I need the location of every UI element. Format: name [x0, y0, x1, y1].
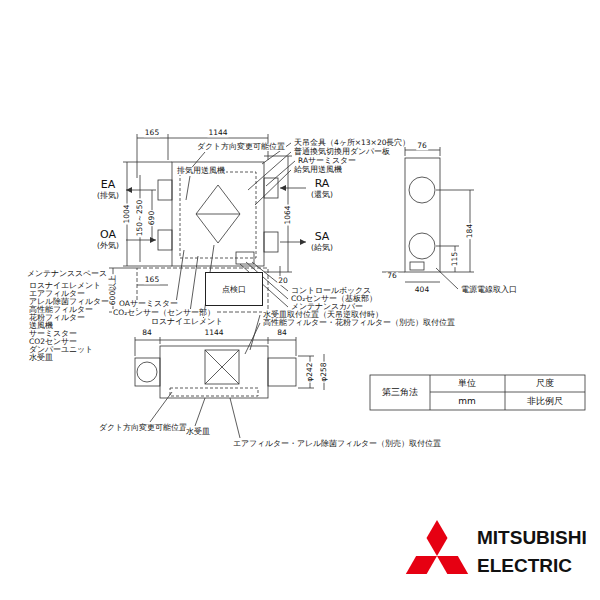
drawing-label: ロスナイエレメント — [150, 318, 224, 326]
drawing-label: 花粉フィルター — [28, 314, 86, 322]
drawing-label: 尺度 — [535, 379, 555, 388]
drawing-label: 1144 — [207, 129, 228, 137]
drawing-label: 76 — [416, 142, 428, 150]
drawing-label: 水受皿 — [185, 428, 211, 436]
inspection-port: 点検口 — [205, 272, 263, 306]
drawing-label: mm — [457, 397, 477, 406]
drawing-label: φ242 — [306, 361, 314, 382]
drawing-label: 排気用送風機 — [176, 167, 226, 175]
node-text: 点検口 — [222, 284, 246, 295]
drawing-label: (還気) — [310, 191, 334, 199]
drawing-label: 非比例尺 — [526, 397, 564, 406]
drawing-label: RA — [314, 178, 331, 189]
drawing-label: OAサーミスター — [118, 300, 179, 308]
drawing-label: EA — [100, 179, 116, 190]
drawing-label: 165 — [144, 276, 160, 284]
drawing-label: コントロールボックス — [290, 287, 372, 295]
drawing-label: エアフィルター — [28, 290, 86, 298]
drawing-label: 600以上 — [109, 274, 117, 306]
drawing-label: CO₂センサー（センサー部） — [112, 309, 216, 317]
drawing-label: メンテナンスカバー — [290, 303, 364, 311]
drawing-label: 84 — [141, 329, 153, 337]
drawing-label: 404 — [414, 286, 430, 294]
drawing-label: 高性能フィルター・花粉フィルター（別売）取付位置 — [262, 319, 456, 327]
drawing-label: 天吊金具（4ヶ所×13×20長穴） — [293, 139, 411, 147]
drawing-label: (外気) — [96, 242, 120, 250]
drawing-label: 690 — [148, 210, 156, 226]
drawing-label: ダンパーユニット — [28, 346, 94, 354]
drawing-label: メンテナンススペース — [26, 270, 108, 278]
drawing-label: CO₂センサー（基板部） — [290, 295, 378, 303]
drawing-label: φ258 — [320, 361, 328, 382]
brand-name: MITSUBISHI — [476, 528, 588, 547]
drawing-label: ダクト方向変更可能位置 — [196, 143, 286, 151]
drawing-label: 単位 — [457, 379, 477, 388]
drawing-label: 1004 — [123, 203, 131, 224]
drawing-label: 水受皿 — [28, 354, 54, 362]
drawing-label: (給気) — [310, 244, 334, 252]
drawing-label: 電源電線取入口 — [460, 286, 518, 294]
drawing-label: 普通換気切換用ダンパー板 — [293, 148, 391, 156]
drawing-label: 1064 — [284, 204, 292, 225]
drawing-label: ロスナイエレメント — [28, 282, 102, 290]
drawing-label: (排気) — [96, 192, 120, 200]
drawing-label: アレル除菌フィルター — [28, 298, 110, 306]
drawing-label: エアフィルター・アレル除菌フィルター（別売）取付位置 — [232, 440, 442, 448]
drawing-label: 1144 — [203, 329, 224, 337]
drawing-label: 84 — [276, 329, 288, 337]
drawing-label: 76 — [386, 272, 398, 280]
drawing-label: 150～250 — [136, 199, 144, 238]
drawing-label: 給気用送風機 — [293, 166, 343, 174]
drawing-label: 高性能フィルター — [28, 306, 94, 314]
drawing-label: 115 — [451, 251, 459, 267]
drawing-label: SA — [314, 231, 331, 242]
drawing-label: RAサーミスター — [297, 157, 357, 165]
drawing-label: 184 — [466, 223, 474, 239]
drawing-label: ダクト方向変更可能位置 — [98, 424, 188, 432]
drawing-label: 165 — [144, 129, 160, 137]
drawing-label: 水受皿取付位置（天吊逆取付時） — [262, 311, 384, 319]
drawing-label: サーミスター — [28, 330, 78, 338]
drawing-label: 送風機 — [28, 322, 54, 330]
drawing-label: 20 — [277, 277, 289, 285]
drawing-label: 第三角法 — [381, 388, 419, 397]
brand-name: ELECTRIC — [476, 556, 573, 575]
drawing-label: OA — [99, 229, 117, 240]
drawing-label: CO2センサー — [28, 338, 78, 346]
